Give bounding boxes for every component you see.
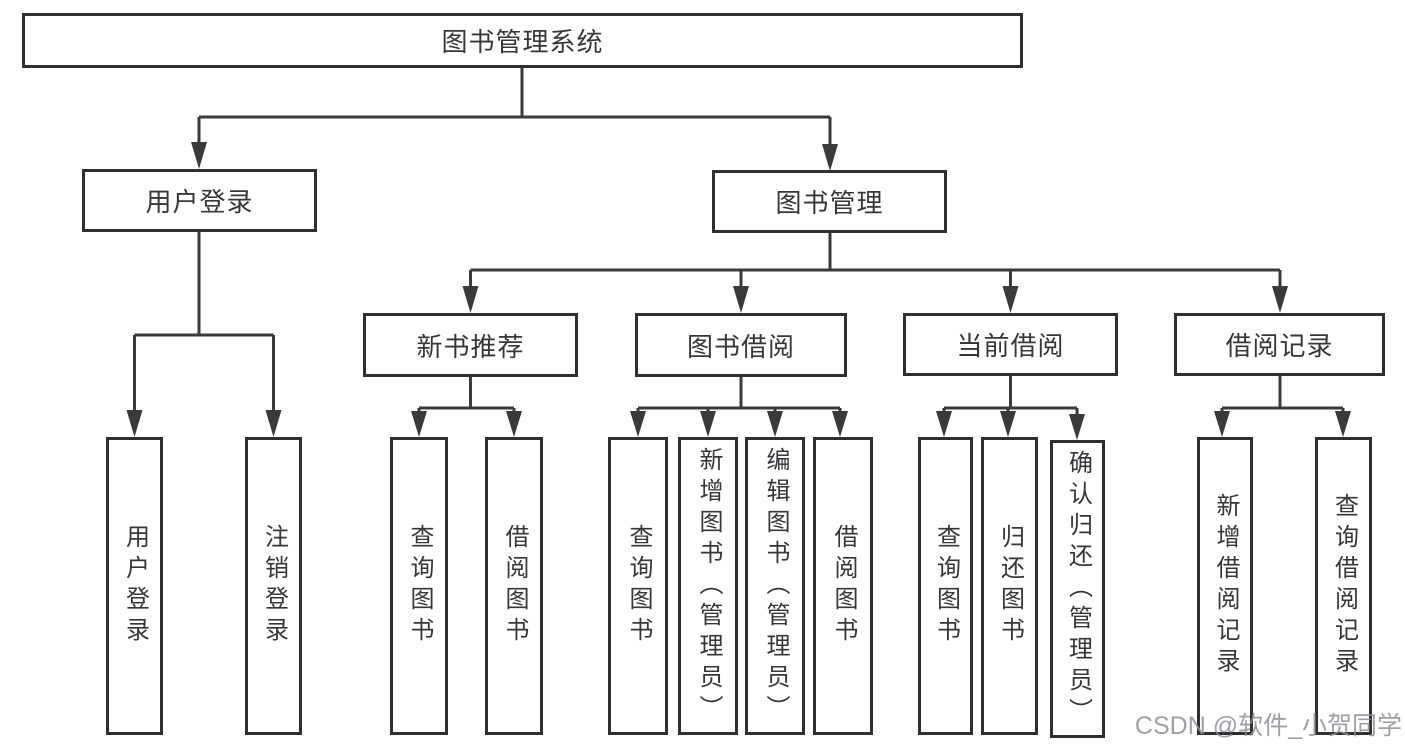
leaf-add-borrow-record-label: 新增借阅记录 bbox=[1212, 493, 1239, 679]
leaf-edit-books-admin-label: 编辑图书（管理员） bbox=[762, 446, 789, 726]
leaf-return-books-label: 归还图书 bbox=[996, 524, 1024, 648]
leaf-borrow-books-borrowing: 借阅图书 bbox=[813, 437, 873, 735]
node-book-borrowing-label: 图书借阅 bbox=[686, 331, 795, 362]
leaf-query-books-borrowing-label: 查询图书 bbox=[625, 524, 652, 648]
leaf-edit-books-admin: 编辑图书（管理员） bbox=[745, 437, 805, 735]
node-root: 图书管理系统 bbox=[22, 13, 1023, 68]
node-current-borrowing: 当前借阅 bbox=[903, 313, 1118, 376]
leaf-user-login: 用户登录 bbox=[106, 437, 163, 735]
node-current-borrowing-label: 当前借阅 bbox=[956, 331, 1065, 361]
leaf-add-borrow-record: 新增借阅记录 bbox=[1197, 437, 1253, 735]
leaf-borrow-books-recommend: 借阅图书 bbox=[485, 437, 543, 735]
leaf-query-borrow-record-label: 查询借阅记录 bbox=[1330, 493, 1358, 679]
node-new-book-recommend-label: 新书推荐 bbox=[416, 331, 525, 362]
leaf-add-books-admin: 新增图书（管理员） bbox=[678, 437, 738, 735]
node-root-label: 图书管理系统 bbox=[441, 27, 604, 57]
node-user-login-label: 用户登录 bbox=[145, 187, 254, 217]
leaf-query-books-recommend: 查询图书 bbox=[390, 437, 448, 735]
leaf-logout: 注销登录 bbox=[245, 437, 302, 735]
leaf-confirm-return-admin: 确认归还（管理员） bbox=[1050, 440, 1105, 738]
leaf-borrow-books-recommend-label: 借阅图书 bbox=[501, 524, 528, 648]
csdn-watermark: CSDN @软件_小贺同学 bbox=[1134, 712, 1402, 740]
leaf-add-books-admin-label: 新增图书（管理员） bbox=[695, 446, 722, 726]
node-book-management: 图书管理 bbox=[712, 170, 947, 233]
leaf-confirm-return-admin-label: 确认归还（管理员） bbox=[1064, 449, 1092, 729]
leaf-query-books-current: 查询图书 bbox=[918, 437, 973, 735]
node-book-management-label: 图书管理 bbox=[775, 188, 884, 218]
leaf-query-books-recommend-label: 查询图书 bbox=[406, 524, 433, 648]
leaf-query-books-current-label: 查询图书 bbox=[932, 524, 960, 648]
node-new-book-recommend: 新书推荐 bbox=[363, 313, 578, 377]
node-borrowing-records: 借阅记录 bbox=[1174, 313, 1385, 376]
leaf-return-books: 归还图书 bbox=[981, 437, 1038, 735]
leaf-query-books-borrowing: 查询图书 bbox=[608, 437, 668, 735]
leaf-logout-label: 注销登录 bbox=[260, 524, 288, 648]
node-user-login: 用户登录 bbox=[82, 169, 317, 232]
leaf-borrow-books-borrowing-label: 借阅图书 bbox=[830, 524, 857, 648]
node-borrowing-records-label: 借阅记录 bbox=[1225, 331, 1334, 361]
leaf-query-borrow-record: 查询借阅记录 bbox=[1315, 437, 1372, 735]
node-book-borrowing: 图书借阅 bbox=[635, 313, 847, 377]
leaf-user-login-label: 用户登录 bbox=[121, 524, 149, 648]
